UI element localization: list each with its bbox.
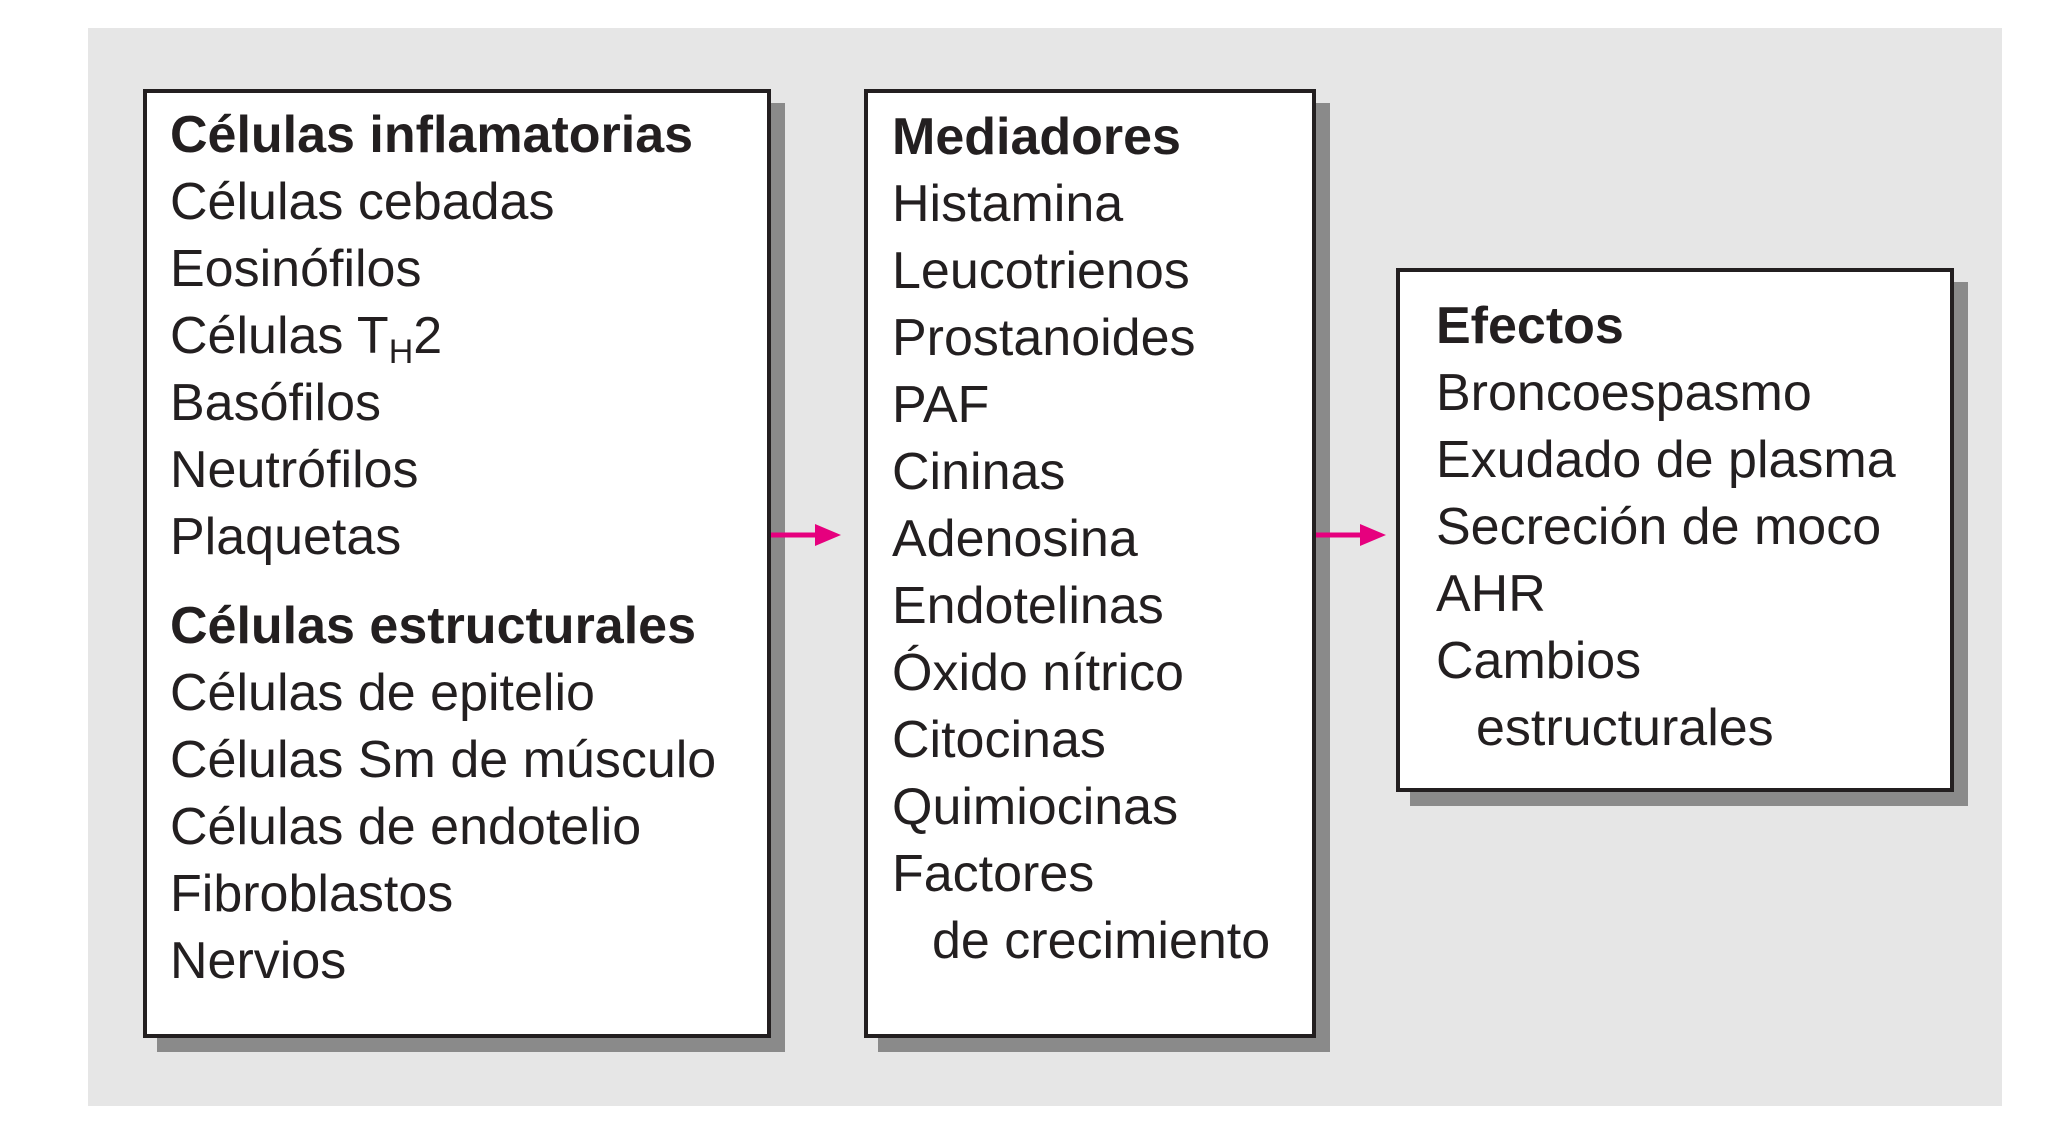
list-item-continuation: de crecimiento <box>932 912 1271 970</box>
list-item: Factores <box>892 845 1095 903</box>
mediators-box-content: Mediadores Histamina Leucotrienos Prosta… <box>892 104 1270 975</box>
structural-cells-heading: Células estructurales <box>170 597 697 655</box>
th2-suffix: 2 <box>413 307 443 365</box>
list-item: Neutrófilos <box>170 441 419 499</box>
list-item: Eosinófilos <box>170 240 422 298</box>
effects-box <box>1396 268 1954 792</box>
list-item: Células de endotelio <box>170 798 642 856</box>
mediators-heading: Mediadores <box>892 108 1181 166</box>
right-arrow-icon <box>771 524 841 546</box>
list-item: Basófilos <box>170 374 381 432</box>
th2-label: Células T <box>170 307 389 365</box>
list-item-continuation: estructurales <box>1476 699 1774 757</box>
list-item: Endotelinas <box>892 577 1164 635</box>
list-item: Óxido nítrico <box>892 644 1184 702</box>
list-item: PAF <box>892 376 990 434</box>
list-item: Células Sm de músculo <box>170 731 717 789</box>
list-item: Cambios <box>1436 632 1642 690</box>
effects-box-content: Efectos Broncoespasmo Exudado de plasma … <box>1436 293 1896 762</box>
cells-box <box>143 89 771 1038</box>
mediators-box <box>864 89 1316 1038</box>
cells-box-content: Células inflamatorias Células cebadas Eo… <box>170 102 716 995</box>
list-item: Quimiocinas <box>892 778 1179 836</box>
th2-subscript: H <box>388 333 414 371</box>
list-item: Prostanoides <box>892 309 1196 367</box>
list-item: Cininas <box>892 443 1066 501</box>
list-item: Plaquetas <box>170 508 402 566</box>
list-item: Broncoespasmo <box>1436 364 1812 422</box>
inflammatory-cells-heading: Células inflamatorias <box>170 106 694 164</box>
list-item: Histamina <box>892 175 1124 233</box>
list-item: Leucotrienos <box>892 242 1190 300</box>
list-item: Células de epitelio <box>170 664 595 722</box>
list-item-th2-cells: Células TH2 <box>170 303 716 370</box>
list-item: Células cebadas <box>170 173 555 231</box>
list-item: Adenosina <box>892 510 1138 568</box>
list-item: Exudado de plasma <box>1436 431 1896 489</box>
effects-heading: Efectos <box>1436 297 1624 355</box>
right-arrow-icon <box>1316 524 1386 546</box>
list-item: Secreción de moco <box>1436 498 1882 556</box>
list-item: AHR <box>1436 565 1546 623</box>
list-item: Citocinas <box>892 711 1106 769</box>
list-item: Fibroblastos <box>170 865 454 923</box>
list-item: Nervios <box>170 932 347 990</box>
